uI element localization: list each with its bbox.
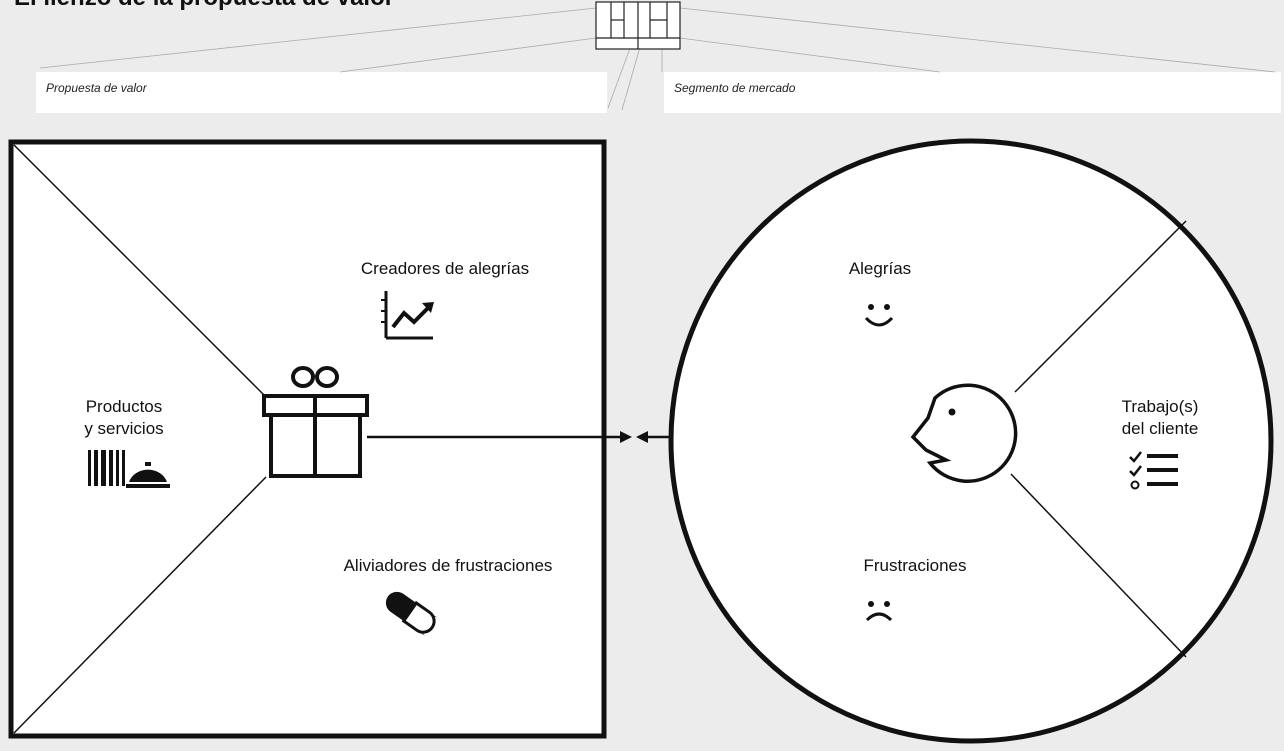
value-map [8, 139, 607, 739]
sad-face-icon [865, 601, 893, 622]
jobs-line2: del cliente [1121, 419, 1199, 438]
arrowhead-left [636, 431, 648, 443]
jobs-line1: Trabajo(s) [1121, 397, 1199, 416]
customer-divider-bottom [1010, 473, 1187, 658]
growth-chart-icon [381, 291, 434, 340]
page-title: El lienzo de la propuesta de valor [14, 0, 394, 12]
value-proposition-label: Propuesta de valor [46, 81, 147, 95]
pain-relievers-label: Aliviadores de frustraciones [343, 556, 553, 575]
customer-divider-top [1014, 220, 1187, 393]
products-services-label: Productos y servicios [54, 396, 194, 440]
arrowhead-right [620, 431, 632, 443]
smiley-face-icon [864, 304, 894, 327]
customer-segment-field[interactable]: Segmento de mercado [664, 72, 1281, 113]
products-services-line2: y servicios [84, 419, 164, 438]
gift-box-icon [262, 366, 369, 478]
jobs-label: Trabajo(s) del cliente [1095, 396, 1225, 440]
value-map-divider-top [13, 144, 267, 398]
gains-label: Alegrías [848, 259, 912, 278]
value-proposition-field[interactable]: Propuesta de valor [36, 72, 607, 113]
perspective-guides [39, 7, 1276, 111]
customer-face-icon [910, 383, 1018, 483]
thumbnail-canvas-icon [595, 1, 681, 50]
barcode-service-bell-icon [88, 450, 170, 488]
customer-segment-label: Segmento de mercado [674, 81, 796, 95]
gain-creators-label: Creadores de alegrías [360, 259, 530, 278]
pains-label: Frustraciones [863, 556, 967, 575]
checklist-icon [1129, 451, 1178, 490]
pill-capsule-icon [385, 591, 439, 637]
value-map-divider-bottom [13, 476, 267, 734]
products-services-line1: Productos [85, 397, 163, 416]
